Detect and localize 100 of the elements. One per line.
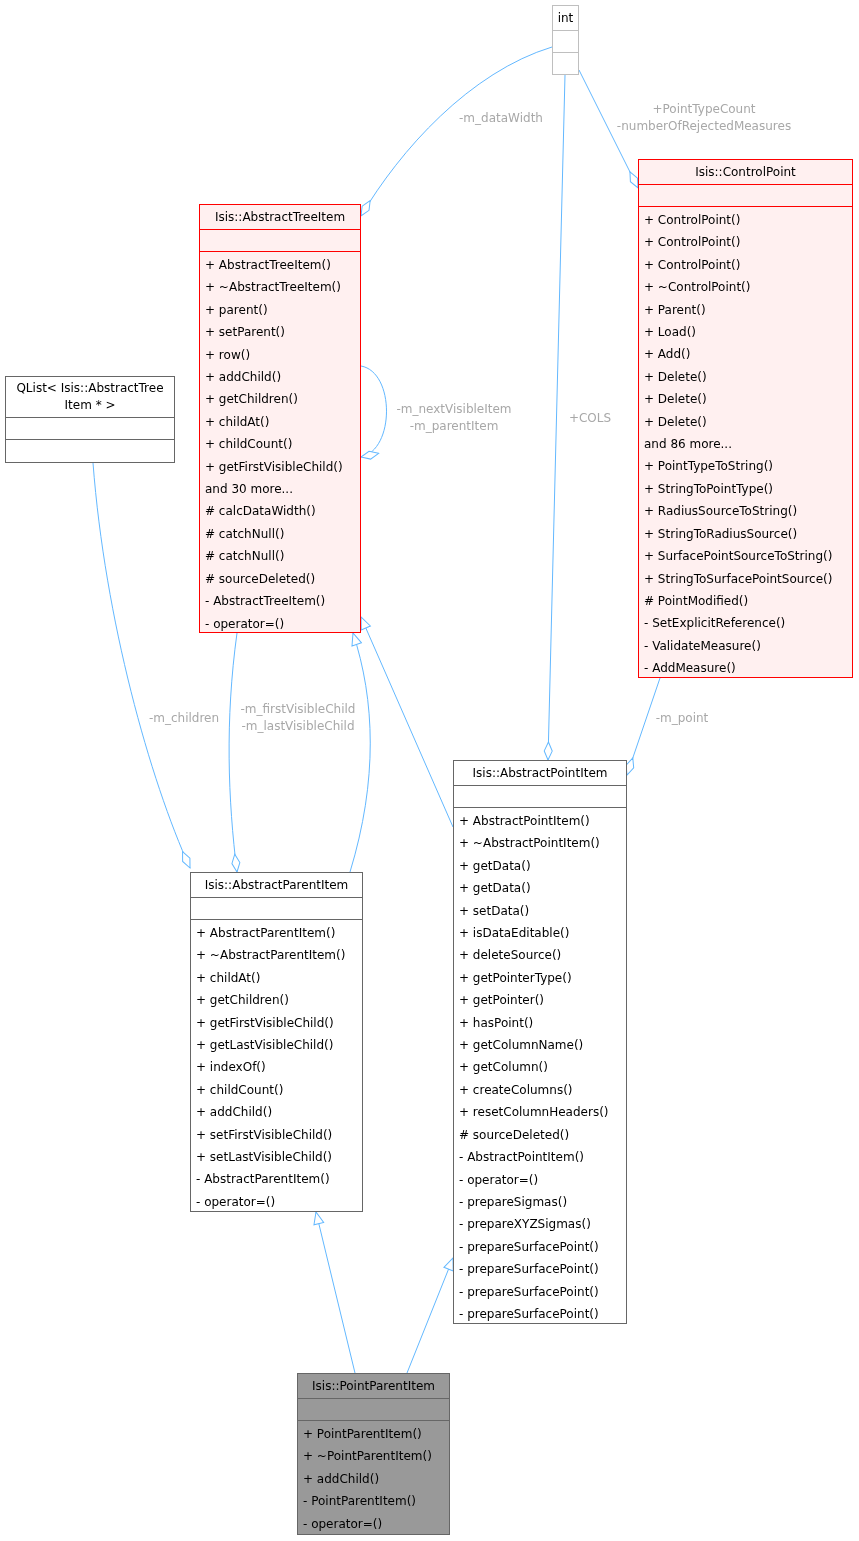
member-function: + setFirstVisibleChild() <box>196 1126 334 1144</box>
member-function: - AbstractPointItem() <box>459 1149 585 1167</box>
inheritance-arrow <box>313 1211 356 1374</box>
member-function: + childAt() <box>205 413 271 431</box>
member-function: + SurfacePointSourceToString() <box>644 548 834 566</box>
class-name: Isis::AbstractPointItem <box>472 764 608 782</box>
aggregation-line <box>578 69 639 189</box>
member-function: + getData() <box>459 880 532 898</box>
member-function: and 30 more... <box>205 481 294 499</box>
member-function: + getData() <box>459 857 532 875</box>
class-box <box>638 159 853 678</box>
member-function: + getFirstVisibleChild() <box>205 458 344 476</box>
member-function: - operator=() <box>303 1515 384 1533</box>
member-function: + getColumnName() <box>459 1037 585 1055</box>
member-function: # calcDataWidth() <box>205 503 317 521</box>
edge-label: -m_children <box>146 709 222 727</box>
member-function: # PointModified() <box>644 592 750 610</box>
member-function: + getPointerType() <box>459 969 573 987</box>
class-box <box>190 872 363 1212</box>
inheritance-arrow <box>360 616 454 828</box>
member-function: - ValidateMeasure() <box>644 637 762 655</box>
member-function: and 86 more... <box>644 436 733 454</box>
member-function: + ~AbstractPointItem() <box>459 835 601 853</box>
member-function: - AddMeasure() <box>644 660 737 678</box>
aggregation-line <box>92 462 191 869</box>
class-name: Isis::AbstractParentItem <box>204 876 349 894</box>
aggregation-line <box>360 46 553 217</box>
member-function: + hasPoint() <box>459 1014 535 1032</box>
member-function: - prepareSurfacePoint() <box>459 1261 600 1279</box>
class-box <box>199 204 361 633</box>
class-box <box>297 1373 450 1535</box>
class-box <box>453 760 627 1324</box>
aggregation-line <box>625 677 661 776</box>
member-function: + ~PointParentItem() <box>303 1448 433 1466</box>
inheritance-arrow <box>349 632 371 873</box>
member-function: + getColumn() <box>459 1059 549 1077</box>
member-function: + getChildren() <box>196 992 290 1010</box>
member-function: - SetExplicitReference() <box>644 615 787 633</box>
member-function: + row() <box>205 346 252 364</box>
member-function: + indexOf() <box>196 1059 267 1077</box>
member-function: + Parent() <box>644 301 707 319</box>
member-function: + childAt() <box>196 969 262 987</box>
member-function: + getChildren() <box>205 391 299 409</box>
class-name: int <box>557 9 574 27</box>
member-function: + setParent() <box>205 324 286 342</box>
class-box <box>5 376 175 463</box>
member-function: - prepareSurfacePoint() <box>459 1305 600 1323</box>
member-function: + addChild() <box>196 1104 274 1122</box>
member-function: + AbstractParentItem() <box>196 925 337 942</box>
member-function: + deleteSource() <box>459 947 563 965</box>
member-function: - prepareXYZSigmas() <box>459 1216 592 1234</box>
member-function: + parent() <box>205 301 269 319</box>
member-function: - operator=() <box>459 1171 540 1189</box>
member-function: + ~AbstractTreeItem() <box>205 279 342 297</box>
member-function: + childCount() <box>196 1081 285 1099</box>
inheritance-arrow <box>406 1257 454 1374</box>
member-function: + Delete() <box>644 413 708 431</box>
class-box <box>552 5 579 75</box>
member-function: + StringToPointType() <box>644 480 775 498</box>
member-function: + PointTypeToString() <box>644 458 775 476</box>
class-name: Isis::AbstractTreeItem <box>214 208 346 226</box>
member-function: - operator=() <box>196 1193 277 1211</box>
class-name: Isis::PointParentItem <box>312 1377 435 1395</box>
aggregation-line <box>360 365 387 458</box>
aggregation-line <box>543 74 566 761</box>
member-function: + Delete() <box>644 368 708 386</box>
member-function: + getFirstVisibleChild() <box>196 1014 335 1032</box>
member-function: + resetColumnHeaders() <box>459 1104 610 1122</box>
member-function: + addChild() <box>303 1470 381 1488</box>
member-function: + ControlPoint() <box>644 256 742 274</box>
member-function: + setLastVisibleChild() <box>196 1149 334 1167</box>
member-function: - prepareSigmas() <box>459 1193 569 1211</box>
edge-label: -m_point <box>653 709 711 727</box>
member-function: + isDataEditable() <box>459 925 571 943</box>
member-function: + Load() <box>644 324 698 342</box>
member-function: + StringToRadiusSource() <box>644 525 799 543</box>
member-function: + getPointer() <box>459 992 546 1010</box>
class-name: Isis::ControlPoint <box>695 163 796 181</box>
member-function: + AbstractPointItem() <box>459 813 591 830</box>
member-function: + setData() <box>459 902 531 920</box>
member-function: + StringToSurfacePointSource() <box>644 570 834 588</box>
member-function: # catchNull() <box>205 548 286 566</box>
member-function: # sourceDeleted() <box>205 570 317 588</box>
member-function: + ~AbstractParentItem() <box>196 947 347 965</box>
member-function: + Add() <box>644 346 692 364</box>
member-function: + PointParentItem() <box>303 1426 423 1443</box>
edge-label: +PointTypeCount -numberOfRejectedMeasures <box>614 101 794 135</box>
member-function: + createColumns() <box>459 1081 574 1099</box>
member-function: + RadiusSourceToString() <box>644 503 799 521</box>
member-function: + ~ControlPoint() <box>644 279 752 297</box>
member-function: + AbstractTreeItem() <box>205 257 332 274</box>
member-function: - operator=() <box>205 615 286 633</box>
member-function: - PointParentItem() <box>303 1493 418 1511</box>
member-function: # catchNull() <box>205 525 286 543</box>
member-function: # sourceDeleted() <box>459 1126 571 1144</box>
member-function: + childCount() <box>205 436 294 454</box>
aggregation-line <box>228 632 241 873</box>
member-function: + ControlPoint() <box>644 212 742 229</box>
member-function: - AbstractTreeItem() <box>205 593 327 611</box>
class-name: QList< Isis::AbstractTree Item * > <box>15 380 165 414</box>
